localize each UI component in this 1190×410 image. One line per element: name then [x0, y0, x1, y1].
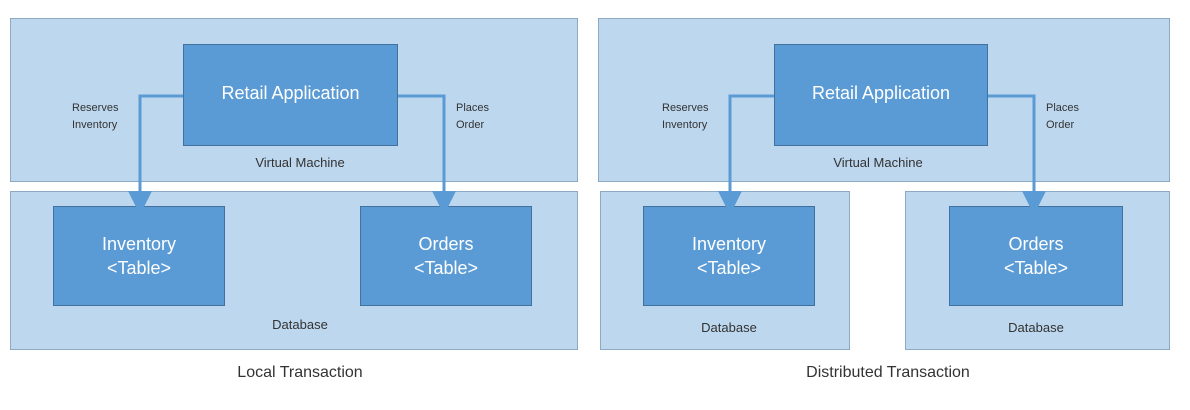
virtual-machine-label: Virtual Machine: [255, 155, 345, 170]
inventory-table-box: Inventory <Table>: [643, 206, 815, 306]
table-type-label: <Table>: [1003, 258, 1069, 278]
local-transaction-caption: Local Transaction: [237, 364, 363, 381]
table-type-label: <Table>: [106, 258, 172, 278]
retail-application-label: Retail Application: [221, 83, 360, 103]
inventory-label: Inventory: [101, 234, 177, 254]
inventory-table-box: Inventory <Table>: [53, 206, 225, 306]
database-label-left: Database: [701, 320, 757, 335]
orders-label: Orders: [1008, 234, 1064, 254]
orders-table-box: Orders <Table>: [949, 206, 1123, 306]
database-label-right: Database: [1008, 320, 1064, 335]
inventory-label: Inventory: [691, 234, 767, 254]
table-type-label: <Table>: [413, 258, 479, 278]
local-transaction-diagram: Virtual Machine Retail Application Reser…: [10, 0, 590, 410]
retail-application-label: Retail Application: [811, 83, 951, 103]
distributed-transaction-caption: Distributed Transaction: [806, 364, 970, 381]
table-type-label: <Table>: [696, 258, 762, 278]
database-label: Database: [272, 317, 328, 332]
orders-table-box: Orders <Table>: [360, 206, 532, 306]
retail-application-box: Retail Application: [774, 44, 988, 146]
virtual-machine-label: Virtual Machine: [833, 155, 923, 170]
distributed-transaction-diagram: Virtual Machine Retail Application Reser…: [598, 0, 1178, 410]
orders-label: Orders: [418, 234, 474, 254]
retail-application-box: Retail Application: [183, 44, 398, 146]
